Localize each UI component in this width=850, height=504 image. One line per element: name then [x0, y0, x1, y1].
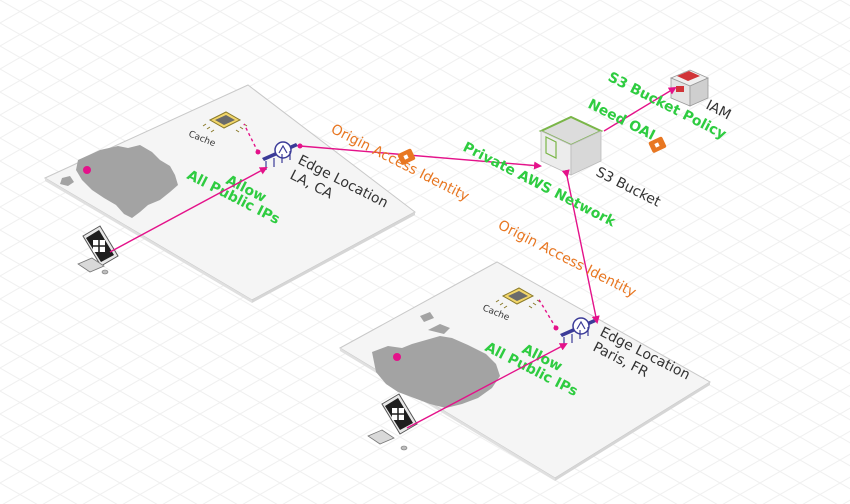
edge-location-icon-us	[262, 141, 298, 170]
cache-icon-eu	[495, 287, 541, 309]
lock-icon	[648, 136, 667, 153]
location-pin-paris	[393, 353, 401, 361]
s3-bucket-icon	[538, 115, 604, 176]
cache-icon-us	[202, 111, 248, 133]
europe-map	[372, 312, 500, 408]
lock-icon	[397, 148, 416, 165]
usa-map	[60, 145, 178, 218]
region-plate-us	[43, 84, 416, 303]
link-us-client-to-edge	[109, 167, 268, 253]
link-us-edge-to-cache	[243, 123, 261, 155]
desktop-computer-icon-eu	[367, 393, 418, 451]
link-s3-to-eu-edge	[561, 169, 600, 324]
iam-icon	[669, 69, 709, 107]
link-eu-client-to-edge	[406, 343, 568, 429]
connectors	[109, 86, 677, 429]
link-s3-to-iam	[603, 86, 677, 132]
link-us-edge-to-s3	[297, 143, 542, 170]
location-pin-la	[83, 166, 91, 174]
desktop-computer-icon-us	[77, 225, 119, 275]
